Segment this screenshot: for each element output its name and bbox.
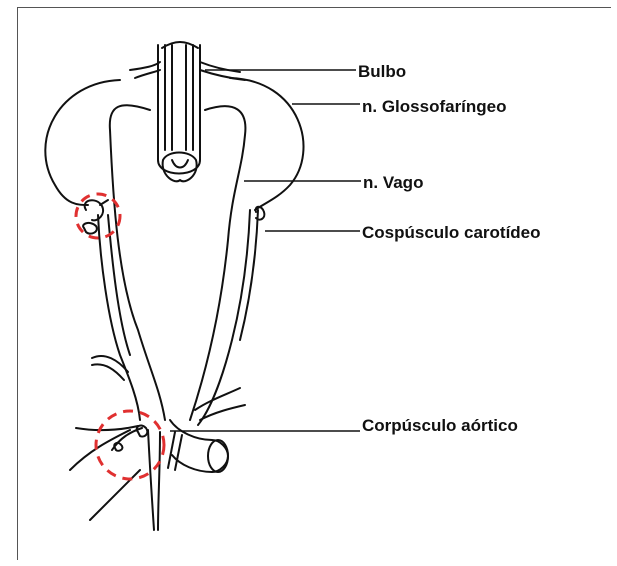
central-trunk-right xyxy=(190,106,245,420)
right-branch-upper xyxy=(195,388,240,410)
aortic-arch xyxy=(170,420,228,472)
lower-nerve-right xyxy=(90,470,140,520)
label-glossopharyngeal: n. Glossofaríngeo xyxy=(362,98,507,115)
label-carotid-body: Cospúsculo carotídeo xyxy=(362,224,541,241)
bulbo-fibers xyxy=(130,62,160,70)
aortic-opening xyxy=(208,440,228,472)
lower-nerve-left xyxy=(148,430,154,530)
label-vagus: n. Vago xyxy=(363,174,423,191)
label-bulbo: Bulbo xyxy=(358,63,406,80)
label-aortic-body: Corpúsculo aórtico xyxy=(362,417,518,434)
glossopharyngeal-nerve-right xyxy=(230,78,304,210)
right-descending-nerve xyxy=(198,210,250,425)
left-carotid-body xyxy=(85,200,103,220)
glossopharyngeal-nerve-left xyxy=(45,80,120,205)
aortic-highlight-circle xyxy=(96,411,164,479)
